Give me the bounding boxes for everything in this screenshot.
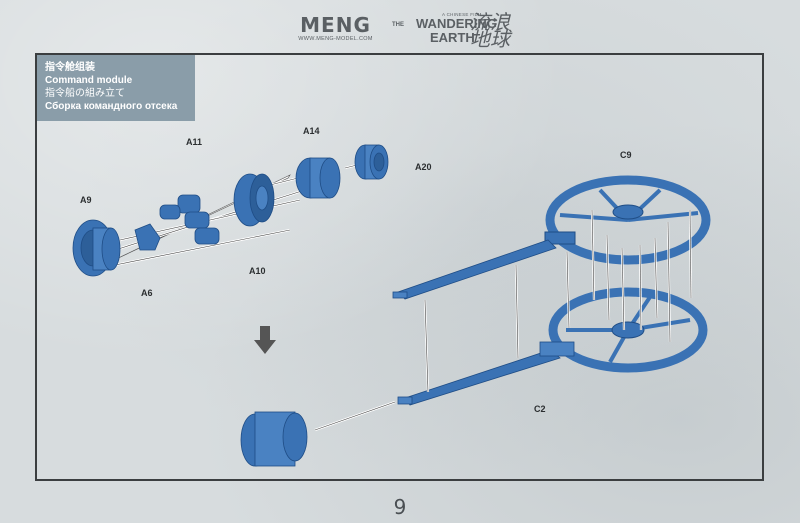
film-logo: A CHINESE FILM THE WANDERING EARTH 流浪地球	[392, 10, 512, 51]
film-the: THE	[392, 22, 404, 28]
film-pre: A CHINESE FILM	[442, 12, 482, 17]
part-c2-hub	[611, 321, 645, 339]
title-ru: Сборка командного отсека	[45, 101, 178, 112]
rail-upper	[392, 239, 557, 300]
part-a6	[134, 223, 161, 251]
assembled-command-module	[240, 411, 308, 467]
part-c9-hub	[612, 204, 644, 220]
label-a14: A14	[303, 126, 320, 136]
part-a20	[354, 144, 389, 180]
part-a10	[233, 173, 275, 227]
film-title-cn: 流浪地球	[470, 10, 510, 51]
part-c9	[545, 175, 711, 265]
step-title-box: 指令舱组装 Command module 指令船の組み立て Сборка ком…	[37, 55, 195, 121]
brand-url: WWW.MENG-MODEL.COM	[298, 36, 373, 42]
part-a14	[295, 157, 341, 199]
film-title-line1: WANDERING	[416, 16, 497, 31]
down-arrow-icon	[254, 326, 276, 354]
label-a11: A11	[186, 137, 203, 147]
instruction-frame	[35, 53, 764, 481]
title-cn: 指令舱组装	[45, 62, 95, 73]
label-a6: A6	[141, 288, 153, 298]
label-a10: A10	[249, 266, 266, 276]
page-header: MENG WWW.MENG-MODEL.COM A CHINESE FILM T…	[0, 8, 800, 51]
label-c2: C2	[534, 404, 546, 414]
title-en: Command module	[45, 75, 133, 86]
label-a9: A9	[80, 195, 92, 205]
meng-logo: MENG WWW.MENG-MODEL.COM	[288, 14, 383, 42]
brand-name: MENG	[300, 13, 371, 37]
page-number: 9	[393, 495, 407, 519]
part-a9	[72, 219, 121, 277]
title-jp: 指令船の組み立て	[45, 88, 125, 99]
part-c2-ring	[548, 287, 708, 373]
film-title-line2: EARTH	[430, 30, 475, 45]
label-a20: A20	[415, 162, 432, 172]
label-c9: C9	[620, 150, 632, 160]
part-a11	[159, 194, 220, 245]
rail-lower	[397, 341, 575, 406]
part-c9-mount	[544, 231, 576, 245]
